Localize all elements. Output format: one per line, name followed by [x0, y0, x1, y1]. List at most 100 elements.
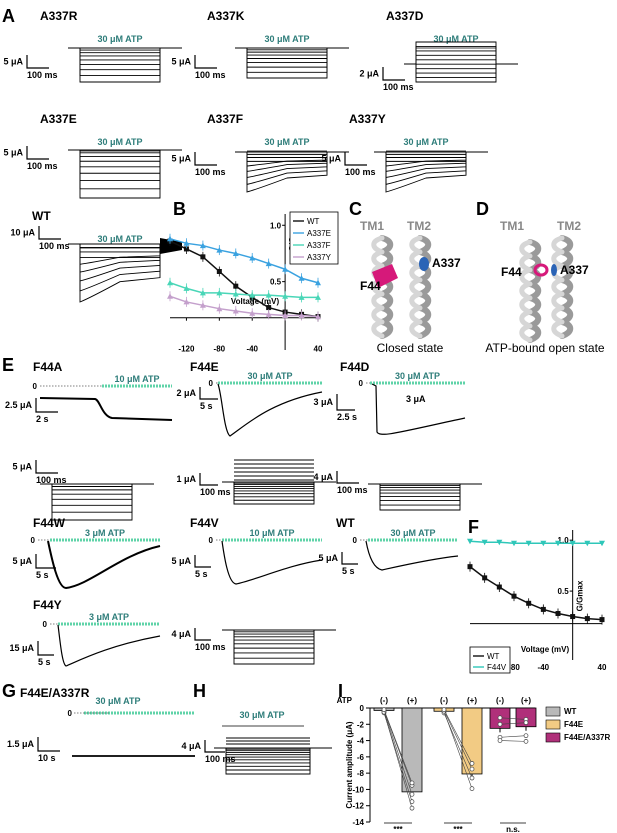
i-legend-label: F44E/A337R — [564, 733, 610, 742]
i-pair-line — [383, 711, 413, 795]
e-f44d-scale-bar — [336, 394, 355, 411]
i-dot — [469, 766, 475, 772]
panel-a-a337k-x-scale: 100 ms — [195, 70, 226, 80]
f-y-tick-label: 0.5 — [558, 587, 570, 596]
b-point-a337y — [298, 312, 305, 318]
i-dot — [523, 739, 529, 744]
f-point-wt — [599, 617, 605, 623]
panel-a-a337y-x-scale: 100 ms — [345, 167, 376, 177]
i-dot — [497, 738, 503, 743]
i-y-tick-label: -12 — [352, 802, 364, 811]
e-f44a-scale-bar — [35, 398, 58, 413]
b-x-label: Voltage (mV) — [231, 297, 280, 306]
e-f44a-iv-trace — [40, 483, 154, 521]
panel-a-a337f-scale-bar — [194, 152, 217, 166]
panel-g-title: F44E/A337R — [20, 686, 90, 700]
d-helix-tm2-back — [551, 235, 565, 339]
b-legend-a337f: A337F — [307, 241, 331, 250]
b-point-a337e — [249, 254, 256, 261]
i-significance: *** — [393, 825, 403, 833]
panel-a-a337d-x-scale: 100 ms — [383, 82, 414, 92]
f-y-label: G/Gmax — [576, 580, 585, 611]
b-point-a337f — [298, 294, 305, 300]
g-atp: 30 μM ATP — [95, 696, 140, 706]
panel-label-e: E — [2, 355, 14, 375]
h-atp: 30 μM ATP — [239, 710, 284, 720]
i-pair-line — [443, 709, 473, 764]
e-f44d-title: F44D — [340, 360, 370, 374]
f-point-f44v — [496, 539, 503, 546]
f-x-tick-label: 40 — [598, 663, 607, 672]
e-f44y-iv-trace — [222, 629, 336, 654]
e-f44a-iv-trace — [40, 483, 154, 495]
panel-a-a337k-trace — [235, 47, 349, 79]
b-legend-wt: WT — [307, 217, 320, 226]
panel-a-a337d-trace — [404, 41, 518, 65]
c-f44-residue — [372, 264, 398, 288]
panel-a-a337k-title: A337K — [207, 9, 245, 23]
d-helix-tm1 — [527, 239, 542, 343]
panel-a-a337r-y-scale: 5 μA — [3, 57, 23, 67]
e-f44w-atp: 3 μM ATP — [85, 528, 125, 538]
f-point-f44v — [555, 540, 561, 547]
f-x-tick-label: -80 — [508, 663, 520, 672]
panel-a-a337k-y-scale: 5 μA — [171, 57, 191, 67]
e-f44y-y-scale: 15 μA — [9, 643, 34, 653]
d-a337-residue — [551, 264, 557, 276]
e-f44a-iv-trace — [40, 483, 154, 506]
panel-a-a337e-scale-bar — [26, 146, 49, 160]
c-helix-tm2 — [417, 235, 432, 339]
panel-a-a337d-scale-bar — [382, 67, 405, 81]
d-f44-residue — [533, 263, 549, 277]
panel-a-a337d-trace — [404, 63, 518, 70]
h-scale-bar — [204, 740, 225, 753]
i-dot — [523, 733, 529, 739]
b-point-a337e — [282, 266, 289, 272]
i-pair-line — [383, 711, 413, 809]
e-f44e-iv-y-scale: 1 μA — [176, 474, 196, 484]
b-x-tick-label: -80 — [214, 345, 226, 354]
i-condition-label: (+) — [467, 696, 477, 705]
b-series-a337y-line — [169, 295, 319, 318]
f-legend-wt: WT — [487, 652, 500, 661]
e-f44d-iv-trace — [368, 483, 482, 502]
c-a337-residue — [419, 257, 429, 271]
e-f44e-x-scale: 5 s — [200, 401, 213, 411]
i-legend-label: WT — [564, 707, 577, 716]
i-pair-line — [499, 717, 527, 720]
g-zero: 0 — [68, 709, 73, 718]
i-y-tick-label: -14 — [352, 818, 364, 827]
panel-a-a337f-atp: 30 μM ATP — [264, 137, 309, 147]
i-pair-line — [443, 710, 473, 770]
b-legend-a337y: A337Y — [307, 253, 332, 262]
e-f44v-atp: 10 μM ATP — [249, 528, 294, 538]
d-a337-label: A337 — [560, 263, 589, 277]
i-pair-line — [383, 709, 413, 784]
f-point-f44v — [481, 539, 488, 546]
h-y-scale: 4 μA — [181, 741, 201, 751]
g-x-scale: 10 s — [38, 753, 56, 763]
panel-a-a337d-atp: 30 μM ATP — [433, 34, 478, 44]
e-f44w-scale-bar — [35, 554, 56, 569]
e-f44a-x-scale: 2 s — [36, 414, 49, 424]
c-a337-label: A337 — [432, 256, 461, 270]
e-f44d-iv-scale-bar — [336, 471, 359, 484]
b-x-tick-label: -40 — [246, 345, 258, 354]
f-series-f44v-line — [469, 540, 602, 544]
e-f44y-iv-trace — [222, 629, 336, 665]
i-pair-line — [443, 711, 473, 789]
b-point-a337f — [216, 289, 223, 296]
f-point-f44v — [467, 538, 473, 545]
panel-label-h: H — [193, 681, 206, 701]
b-point-wt — [233, 283, 239, 289]
e-f44w-zero: 0 — [31, 536, 36, 545]
panel-a-a337y-title: A337Y — [349, 112, 386, 126]
panel-a-wt-x-scale: 100 ms — [39, 241, 70, 251]
panel-a-wt-title: WT — [32, 209, 51, 223]
f-point-wt — [570, 614, 576, 620]
b-point-a337e — [315, 279, 321, 286]
e-f44d-x-scale: 2.5 s — [337, 412, 357, 422]
e-f44v-y-scale: 5 μA — [171, 556, 191, 566]
e-f44e-trace — [217, 383, 323, 437]
